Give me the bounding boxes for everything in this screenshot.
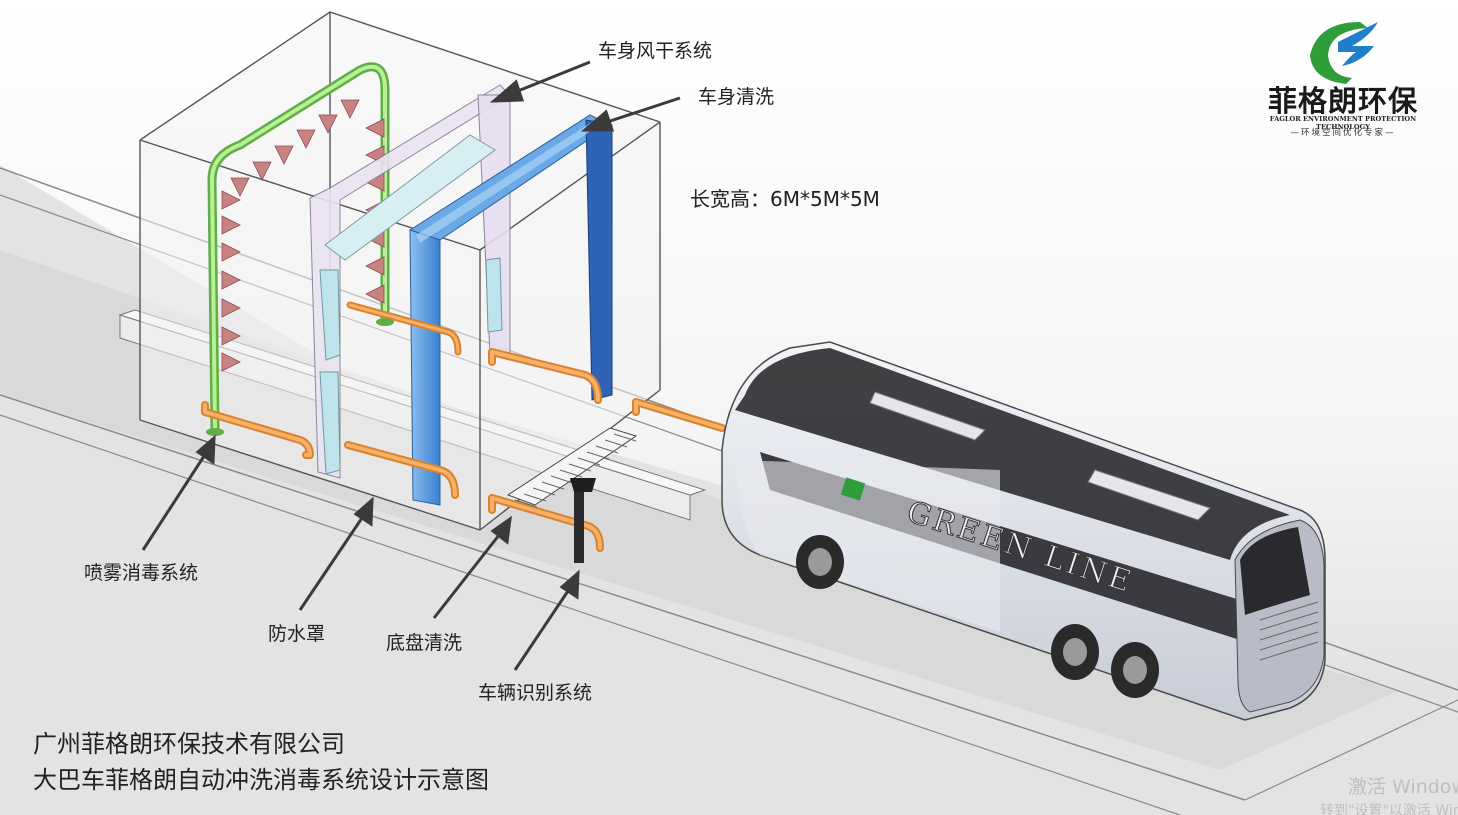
- nozzle: [296, 129, 316, 149]
- chassis-wash-grate: [506, 427, 638, 508]
- logo-slogan: —环境空间优化专家—: [1290, 128, 1396, 138]
- label-drying-system: 车身风干系统: [598, 40, 713, 62]
- nozzle: [221, 215, 241, 235]
- bus-wheel-rear-2: [1111, 642, 1159, 698]
- grate-bar: [568, 463, 592, 472]
- grate-bar: [586, 451, 610, 460]
- grate-bar: [613, 433, 637, 442]
- bus-wheel-rear-1: [1051, 624, 1099, 680]
- nozzle: [365, 284, 385, 304]
- label-spray-disinfection: 喷雾消毒系统: [84, 562, 199, 584]
- nozzle: [221, 352, 241, 372]
- nozzle: [252, 161, 272, 181]
- windows-activation-hint: 转到"设置"以激活 Windows。: [1320, 803, 1458, 815]
- diagram-caption: 大巴车菲格朗自动冲洗消毒系统设计示意图: [33, 766, 489, 794]
- label-dimensions: 长宽高：6M*5M*5M: [690, 187, 880, 211]
- logo-mark: [1310, 22, 1378, 84]
- nozzle: [221, 190, 241, 210]
- water-pipes: [201, 301, 726, 552]
- body-wash-frame: [408, 114, 613, 506]
- grate-bar: [532, 487, 556, 496]
- nozzle: [318, 114, 338, 134]
- grate-bar: [550, 475, 574, 484]
- logo-name-cn: 菲格朗环保: [1267, 84, 1418, 118]
- nozzle: [221, 270, 241, 290]
- nozzle: [274, 145, 294, 165]
- nozzle: [365, 256, 385, 276]
- grate-bar: [559, 469, 583, 478]
- company-logo: 菲格朗环保 FAGLOR ENVIRONMENT PROTECTION TECH…: [1248, 14, 1438, 144]
- grate-bar: [523, 493, 547, 502]
- nozzle: [221, 326, 241, 346]
- grate-bar: [604, 439, 628, 448]
- callout-arrows: [141, 60, 681, 671]
- grate-bar: [577, 457, 601, 466]
- label-body-wash: 车身清洗: [698, 86, 775, 108]
- label-waterproof-cover: 防水罩: [268, 623, 326, 645]
- grate-bar: [541, 481, 565, 490]
- nozzle: [221, 242, 241, 262]
- bus-wheel-front: [796, 535, 844, 589]
- logo-name-en: FAGLOR ENVIRONMENT PROTECTION TECHNOLOGY: [1269, 115, 1417, 131]
- vehicle-recognition-pole: [570, 478, 596, 563]
- windows-activation-watermark: 激活 Windows: [1348, 776, 1458, 798]
- company-name: 广州菲格朗环保技术有限公司: [33, 730, 345, 758]
- nozzle: [221, 298, 241, 318]
- label-vehicle-recognition: 车辆识别系统: [478, 682, 593, 704]
- nozzle: [365, 118, 385, 138]
- spray-arch: [206, 62, 394, 436]
- nozzle: [340, 99, 360, 119]
- grate-bar: [595, 445, 619, 454]
- label-chassis-wash: 底盘清洗: [386, 632, 463, 654]
- bus: GREEN LINE: [721, 341, 1326, 721]
- nozzle: [230, 177, 250, 197]
- grate-bar: [514, 499, 538, 508]
